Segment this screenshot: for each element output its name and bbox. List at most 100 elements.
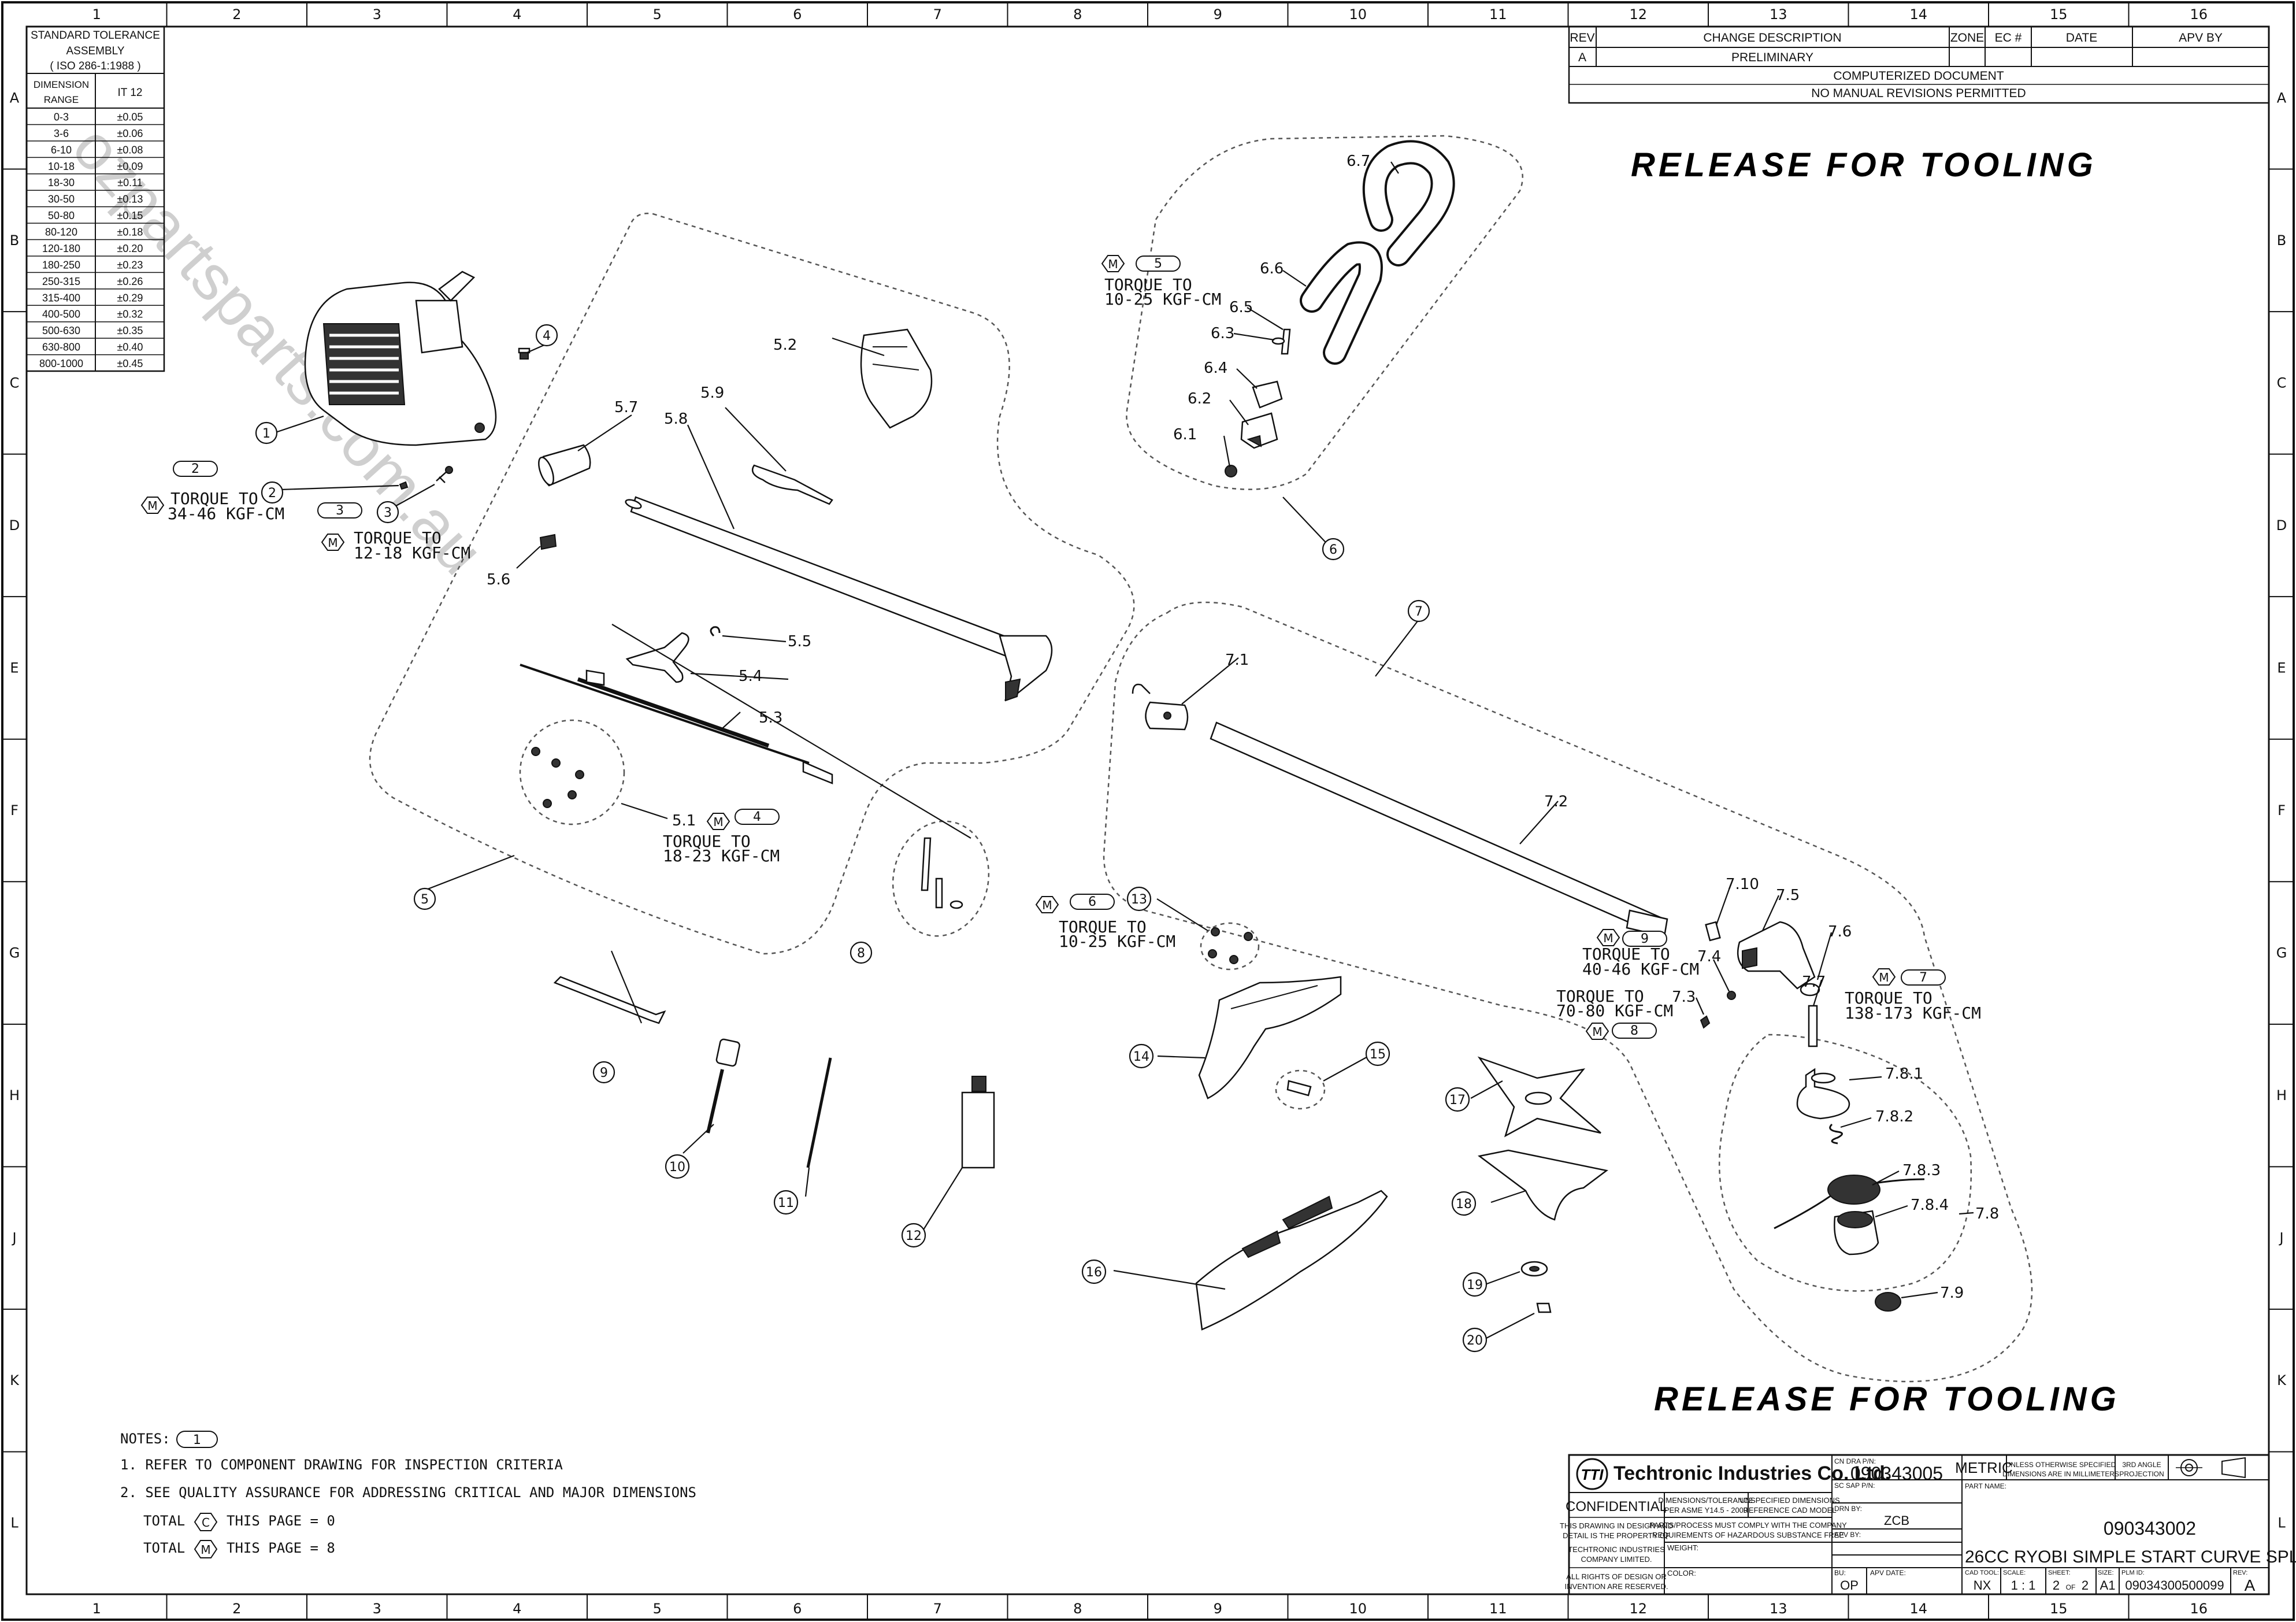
group-8-outline <box>892 820 990 937</box>
spacer-part-7-10 <box>1705 921 1721 942</box>
svg-text:7: 7 <box>1415 605 1423 619</box>
title-block: TTI Techtronic Industries Co. Ltd. CONFI… <box>1560 1454 2296 1595</box>
screws-part-5-1 <box>531 747 584 808</box>
zone-column-4: 4 <box>513 6 521 23</box>
zone-column-16: 16 <box>2190 6 2208 23</box>
label-5-5: 5.5 <box>788 633 811 650</box>
bolt-part-6-5 <box>1281 328 1291 355</box>
scale-value: 1 : 1 <box>2011 1578 2036 1593</box>
sc-sap-label: SC SAP P/N: <box>1834 1482 1875 1490</box>
group-5-1-outline <box>519 719 625 825</box>
tolerance-range-cell: 18-30 <box>48 177 75 188</box>
svg-text:M: M <box>1603 931 1613 945</box>
torque-note-3: M 3 TORQUE TO 12-18 KGF-CM <box>317 502 470 562</box>
company-name: Techtronic Industries Co. Ltd. <box>1613 1462 1890 1484</box>
apv-by-header: APV BY <box>2179 31 2223 45</box>
part-number: 090343002 <box>2104 1518 2196 1539</box>
notes-label: NOTES: <box>120 1431 170 1447</box>
tolerance-value-cell: ±0.23 <box>117 259 143 271</box>
tolerance-range-cell: 500-630 <box>42 325 80 336</box>
tolerance-value-cell: ±0.11 <box>117 177 143 188</box>
sheet-of: OF <box>2066 1583 2076 1591</box>
torque-note-5: M 5 TORQUE TO 10-25 KGF-CM <box>1101 255 1221 309</box>
svg-text:8: 8 <box>857 946 865 961</box>
label-6-4: 6.4 <box>1204 360 1227 377</box>
zone-header: ZONE <box>1950 31 1984 45</box>
label-5-4: 5.4 <box>739 668 762 685</box>
rev-header: REV <box>1570 31 1594 45</box>
svg-text:M: M <box>1042 898 1052 912</box>
weight-label: WEIGHT: <box>1667 1543 1698 1552</box>
zone-column-7: 7 <box>933 6 942 23</box>
washer-part-6-3 <box>1271 337 1285 345</box>
socket-part-10 <box>706 1038 740 1134</box>
group-15-outline <box>1275 1069 1326 1110</box>
cable-part-5-3 <box>520 664 833 784</box>
zone-column-9: 9 <box>1214 6 1222 23</box>
svg-text:18-23 KGF-CM: 18-23 KGF-CM <box>663 846 780 865</box>
release-for-tooling-top: RELEASE FOR TOOLING <box>1631 146 2097 184</box>
svg-text:M: M <box>328 536 337 550</box>
release-for-tooling-bottom: RELEASE FOR TOOLING <box>1654 1380 2120 1418</box>
label-7-8-4: 7.8.4 <box>1911 1197 1949 1214</box>
label-7-8: 7.8 <box>1975 1205 1999 1223</box>
label-5-6: 5.6 <box>487 571 510 588</box>
torque-note-2: M 2 TORQUE TO 34-46 KGF-CM <box>140 461 284 523</box>
trimmer-head-cover-part-7-8-1 <box>1796 1068 1850 1120</box>
zone-column-14: 14 <box>1909 1601 1927 1617</box>
zone-column-16: 16 <box>2190 1601 2208 1617</box>
tolerance-range-cell: 3-6 <box>54 128 69 139</box>
zone-column-6: 6 <box>793 1601 802 1617</box>
zone-row-F: F <box>2278 802 2286 819</box>
callout-8: 8 <box>850 941 873 964</box>
screw-part-2 <box>399 481 409 490</box>
zone-column-8: 8 <box>1073 6 1082 23</box>
zone-column-5: 5 <box>653 1601 662 1617</box>
callout-17: 17 <box>1445 1087 1470 1112</box>
callout-14: 14 <box>1129 1043 1154 1069</box>
notes-tag: 1 <box>193 1433 201 1447</box>
label-7-8-1: 7.8.1 <box>1885 1065 1923 1083</box>
svg-text:2: 2 <box>268 486 276 501</box>
svg-text:40-46 KGF-CM: 40-46 KGF-CM <box>1582 960 1699 979</box>
torque-note-8: M 8 TORQUE TO 70-80 KGF-CM <box>1556 987 1673 1040</box>
zone-column-11: 11 <box>1489 1601 1507 1617</box>
svg-text:4: 4 <box>543 329 551 343</box>
parts-process-1: PARTS/PROCESS MUST COMPLY WITH THE COMPA… <box>1649 1521 1847 1530</box>
label-7-7: 7.7 <box>1802 973 1826 991</box>
svg-text:138-173 KGF-CM: 138-173 KGF-CM <box>1845 1003 1981 1023</box>
svg-text:15: 15 <box>1370 1047 1386 1062</box>
callout-18: 18 <box>1451 1191 1477 1216</box>
svg-text:M: M <box>1879 971 1889 984</box>
pins-part-15 <box>1286 1080 1312 1097</box>
gearhead-part-7-5 <box>1737 921 1816 990</box>
note-1: 1. REFER TO COMPONENT DRAWING FOR INSPEC… <box>120 1457 563 1473</box>
cad-tool-value: NX <box>1974 1578 1991 1593</box>
label-7-1: 7.1 <box>1225 651 1249 669</box>
callout-7: 7 <box>1407 599 1430 623</box>
projection-line-2: PROJECTION <box>2119 1470 2164 1478</box>
zone-column-9: 9 <box>1214 1601 1222 1617</box>
bolt-part-3 <box>436 466 453 483</box>
label-6-3: 6.3 <box>1211 325 1234 342</box>
svg-text:10-25 KGF-CM: 10-25 KGF-CM <box>1059 932 1175 951</box>
total-c-label: TOTAL <box>143 1513 185 1529</box>
tolerance-col1-header-2: RANGE <box>44 94 79 105</box>
callout-1: 1 <box>255 421 278 445</box>
zone-column-12: 12 <box>1629 6 1647 23</box>
unspecified-dims-1: UNSPECIFIED DIMENSIONS <box>1739 1496 1840 1505</box>
third-angle-projection-icon <box>2176 1457 2246 1479</box>
svg-text:16: 16 <box>1086 1265 1102 1280</box>
sheet-total: 2 <box>2082 1578 2089 1593</box>
projection-line-1: 3RD ANGLE <box>2122 1461 2161 1469</box>
zone-column-3: 3 <box>373 1601 381 1617</box>
svg-text:10-25 KGF-CM: 10-25 KGF-CM <box>1104 290 1221 309</box>
rev-value-tb: A <box>2245 1576 2256 1594</box>
computerized-note: COMPUTERIZED DOCUMENT <box>1833 69 2004 83</box>
zone-row-D: D <box>9 517 20 534</box>
knob-part-7-9 <box>1875 1292 1901 1312</box>
sheet-label: SHEET: <box>2048 1569 2071 1576</box>
svg-text:18: 18 <box>1456 1197 1472 1212</box>
svg-text:13: 13 <box>1131 893 1147 907</box>
tolerance-title: STANDARD TOLERANCE <box>31 29 160 42</box>
